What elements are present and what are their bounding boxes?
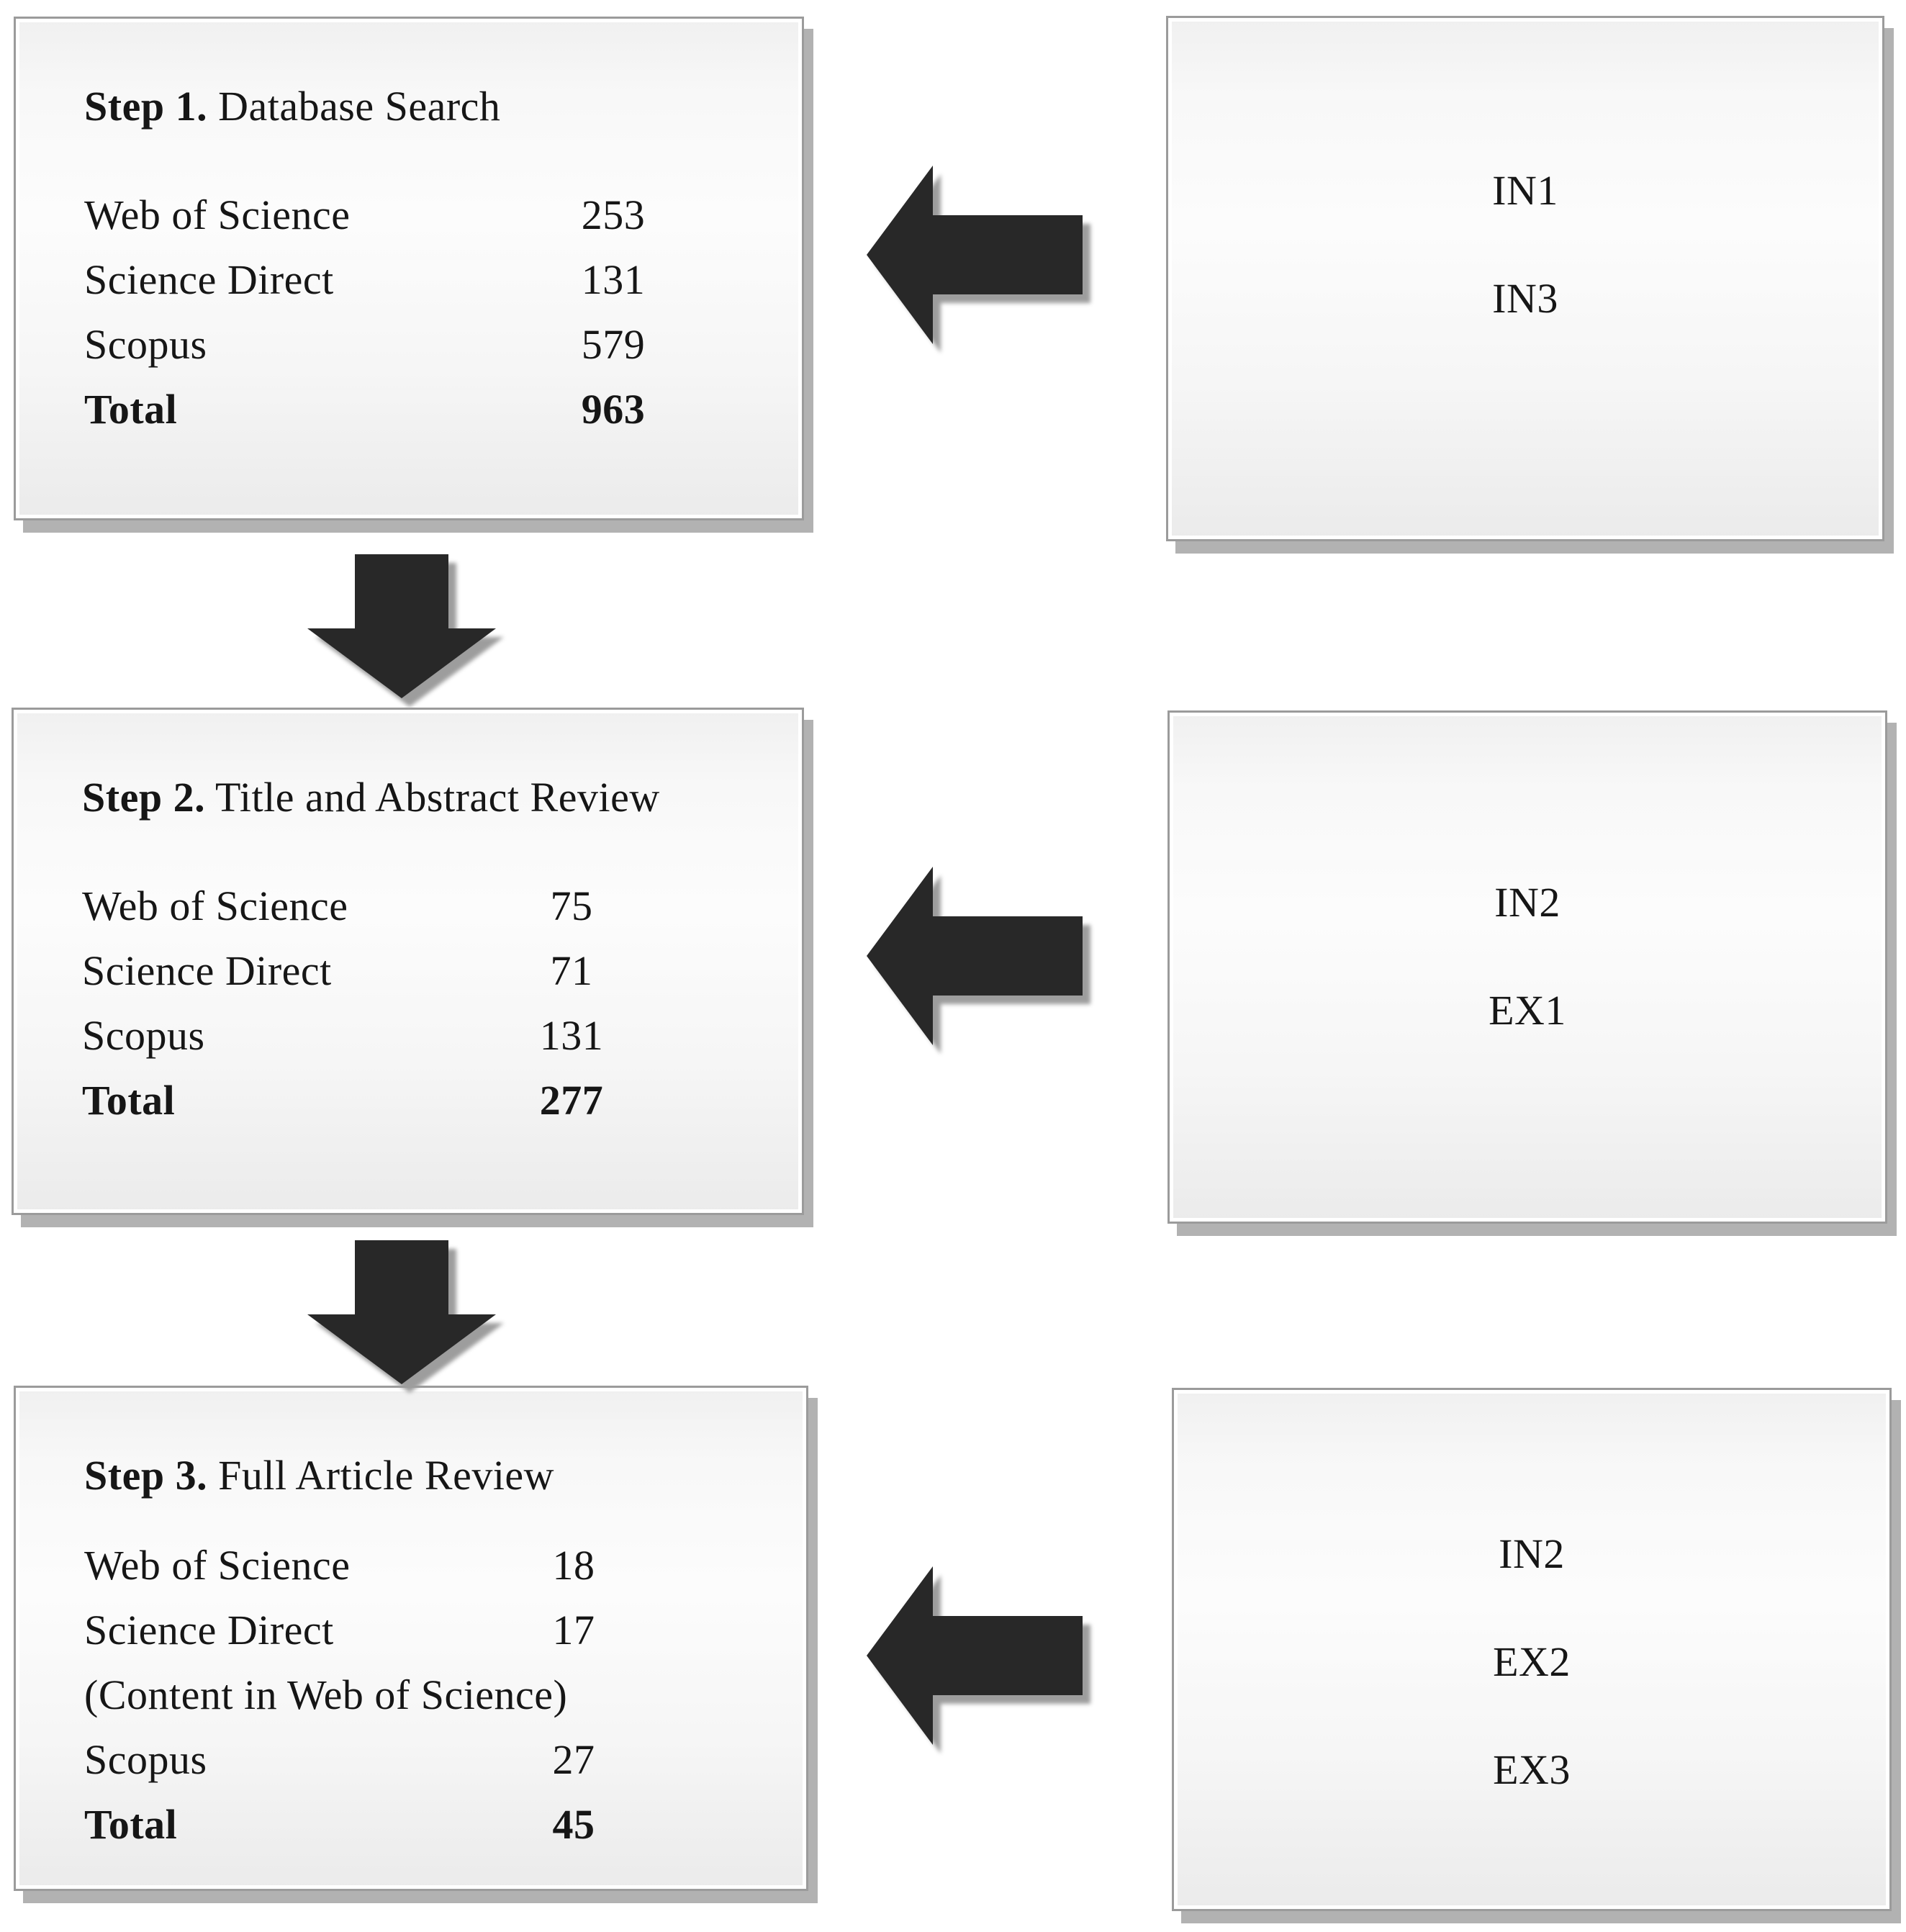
row-label: Web of Science <box>84 191 351 238</box>
row-label: Science Direct <box>82 947 332 994</box>
table-row: Web of Science 253 <box>84 183 782 248</box>
table-row-note: (Content in Web of Science) <box>84 1663 786 1728</box>
row-label: Science Direct <box>84 1607 334 1653</box>
step-1-box: Step 1. Database Search Web of Science 2… <box>14 17 804 520</box>
criteria-item: IN2 <box>1494 878 1561 926</box>
arrow-left-icon <box>867 166 1083 344</box>
row-label: Scopus <box>84 321 207 368</box>
step-3-table: Web of Science 18 Science Direct 17 (Con… <box>84 1533 786 1857</box>
row-value: 963 <box>581 386 646 433</box>
row-value: 75 <box>550 883 593 929</box>
step-3-title-text: Full Article Review <box>207 1452 555 1499</box>
step-2-title-text: Title and Abstract Review <box>205 774 660 821</box>
criteria-item: EX3 <box>1493 1746 1571 1793</box>
criteria-item: IN1 <box>1492 166 1558 214</box>
row-value: 579 <box>581 321 646 368</box>
step-1-title: Step 1. Database Search <box>84 83 782 130</box>
row-value: 71 <box>550 947 593 994</box>
row-label: Scopus <box>84 1736 207 1783</box>
row-value: 253 <box>581 191 646 238</box>
table-row: Scopus 27 <box>84 1728 786 1792</box>
table-row-total: Total 963 <box>84 377 782 442</box>
row-label: Scopus <box>82 1012 205 1059</box>
row-label: Science Direct <box>84 256 334 303</box>
arrow-left-icon <box>867 867 1083 1045</box>
row-value: 277 <box>539 1077 604 1124</box>
step-2-title: Step 2. Title and Abstract Review <box>82 775 782 821</box>
row-value: 27 <box>552 1736 595 1783</box>
step-1-title-text: Database Search <box>207 83 501 130</box>
arrow-down-icon <box>307 1240 496 1384</box>
criteria-box-step-2: IN2 EX1 <box>1167 710 1887 1224</box>
step-1-table: Web of Science 253 Science Direct 131 Sc… <box>84 183 782 442</box>
row-value: 131 <box>581 256 646 303</box>
criteria-box-step-3: IN2 EX2 EX3 <box>1172 1388 1892 1911</box>
step-3-title: Step 3. Full Article Review <box>84 1453 786 1499</box>
step-2-title-label: Step 2. <box>82 774 206 821</box>
arrow-left-icon <box>867 1566 1083 1745</box>
step-3-box: Step 3. Full Article Review Web of Scien… <box>14 1386 808 1891</box>
row-label: Total <box>84 386 178 433</box>
step-2-table: Web of Science 75 Science Direct 71 Scop… <box>82 874 782 1133</box>
criteria-item: IN3 <box>1492 274 1558 322</box>
criteria-item: EX1 <box>1489 986 1566 1034</box>
row-value: 45 <box>552 1801 595 1848</box>
table-row: Scopus 579 <box>84 312 782 377</box>
criteria-item: IN2 <box>1499 1530 1565 1577</box>
table-row-total: Total 277 <box>82 1068 782 1133</box>
table-row: Web of Science 18 <box>84 1533 786 1598</box>
table-row: Web of Science 75 <box>82 874 782 939</box>
row-label: Web of Science <box>82 883 348 929</box>
row-label: Total <box>84 1801 178 1848</box>
table-row: Science Direct 71 <box>82 939 782 1003</box>
step-3-title-label: Step 3. <box>84 1452 208 1499</box>
table-row: Science Direct 17 <box>84 1598 786 1663</box>
table-row: Scopus 131 <box>82 1003 782 1068</box>
table-row-total: Total 45 <box>84 1792 786 1857</box>
criteria-box-step-1: IN1 IN3 <box>1166 16 1884 541</box>
row-value: 131 <box>539 1012 604 1059</box>
row-value: 18 <box>552 1542 595 1589</box>
row-label: Total <box>82 1077 176 1124</box>
row-label: (Content in Web of Science) <box>84 1671 568 1718</box>
criteria-item: EX2 <box>1493 1638 1571 1685</box>
row-label: Web of Science <box>84 1542 351 1589</box>
step-2-box: Step 2. Title and Abstract Review Web of… <box>12 708 804 1215</box>
row-value: 17 <box>552 1607 595 1653</box>
step-1-title-label: Step 1. <box>84 83 208 130</box>
arrow-down-icon <box>307 554 496 698</box>
table-row: Science Direct 131 <box>84 248 782 312</box>
